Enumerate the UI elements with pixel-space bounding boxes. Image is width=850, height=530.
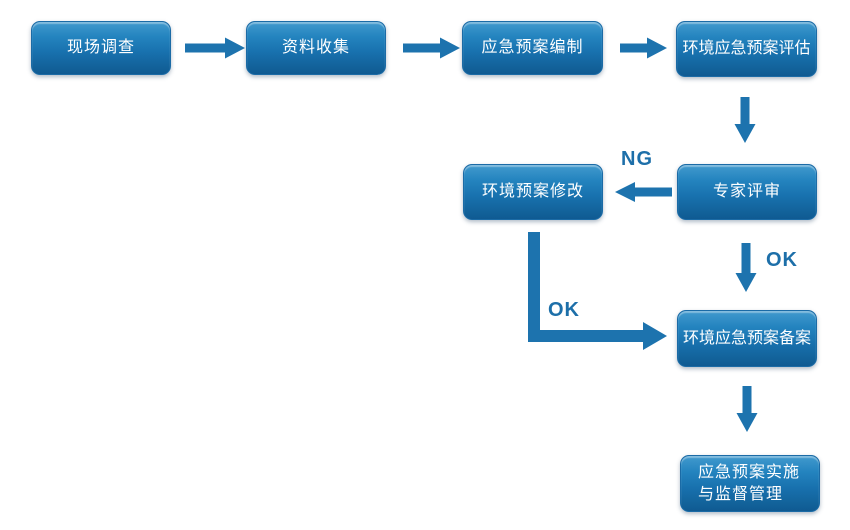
arrow-expert-review-to-revision-ng [615,182,672,202]
arrow-filing-to-implementation [736,386,758,432]
node-survey: 现场调查 [31,21,171,75]
node-implementation-line2: 与监督管理 [698,485,784,503]
edge-label-ok-vertical: OK [766,249,798,271]
arrow-expert-review-to-filing-ok [735,243,757,292]
edge-label-ng: NG [621,148,653,170]
node-implementation: 应急预案实施 与监督管理 [680,455,820,512]
node-expert-review: 专家评审 [677,164,817,220]
node-implementation-line1: 应急预案实施 [698,463,801,481]
node-plan-filing: 环境应急预案备案 [677,310,817,367]
elbow-connector-revision-to-filing-ok [528,232,667,350]
node-plan-compilation: 应急预案编制 [462,21,603,75]
arrow-collection-to-compilation [403,37,460,59]
arrow-survey-to-collection [185,37,245,59]
node-plan-evaluation: 环境应急预案评估 [676,21,817,77]
edge-label-ok-elbow: OK [548,299,580,321]
arrow-compilation-to-evaluation [620,37,667,59]
node-data-collection: 资料收集 [246,21,386,75]
node-plan-revision: 环境预案修改 [463,164,603,220]
arrow-evaluation-to-expert-review [734,97,756,143]
